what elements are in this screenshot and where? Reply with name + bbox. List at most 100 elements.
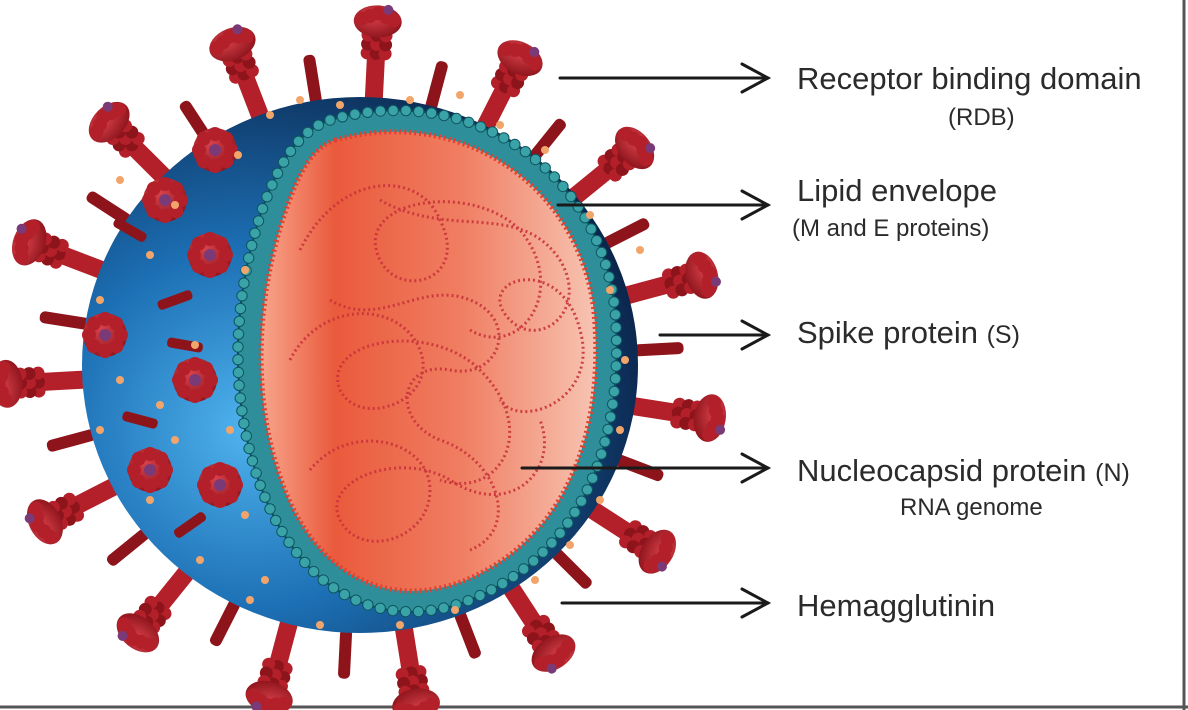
lipid-bead xyxy=(582,485,592,495)
lipid-bead xyxy=(251,468,261,478)
lipid-bead xyxy=(605,412,615,422)
lipid-bead xyxy=(351,595,361,605)
lipid-bead xyxy=(414,106,424,116)
lipid-bead xyxy=(487,127,497,137)
lipid-bead xyxy=(592,235,602,245)
lipid-bead xyxy=(592,461,602,471)
lipid-bead xyxy=(520,147,530,157)
lipid-bead xyxy=(285,146,295,156)
lipid-bead xyxy=(530,154,540,164)
lipid-bead xyxy=(610,310,620,320)
lipid-bead xyxy=(241,431,251,441)
label-rbd: Receptor binding domain xyxy=(797,61,1142,97)
lipid-bead xyxy=(538,547,548,557)
lipid-bead xyxy=(388,605,398,615)
lipid-bead xyxy=(300,557,310,567)
envelope-protein-blob xyxy=(187,232,233,278)
label-spike-title: Spike protein xyxy=(797,315,978,350)
lipid-bead xyxy=(611,322,621,332)
spike xyxy=(379,620,442,710)
lipid-bead xyxy=(375,106,385,116)
lipid-bead xyxy=(601,259,611,269)
rod xyxy=(633,342,684,357)
spike xyxy=(625,382,730,445)
lipid-bead xyxy=(508,571,518,581)
lipid-bead xyxy=(247,240,257,250)
lipid-bead xyxy=(596,449,606,459)
surface-dot xyxy=(616,426,624,434)
envelope-protein-blob xyxy=(192,127,238,173)
spike xyxy=(0,355,90,408)
blob-center xyxy=(189,374,201,386)
surface-dot xyxy=(116,376,124,384)
lipid-bead xyxy=(510,139,520,149)
rod xyxy=(424,60,448,111)
lipid-bead xyxy=(235,393,245,403)
lipid-bead xyxy=(237,406,247,416)
spike xyxy=(424,60,448,111)
blob-bead xyxy=(109,317,123,331)
blob-center xyxy=(204,249,216,261)
surface-dot xyxy=(171,436,179,444)
lipid-bead xyxy=(255,480,265,490)
lipid-bead xyxy=(278,157,288,167)
lipid-bead xyxy=(237,291,247,301)
lipid-bead xyxy=(234,380,244,390)
surface-dot xyxy=(621,356,629,364)
lipid-bead xyxy=(611,348,621,358)
surface-dot xyxy=(336,101,344,109)
label-nucleo-title: Nucleocapsid protein xyxy=(797,453,1087,488)
lipid-bead xyxy=(233,342,243,352)
blob-center xyxy=(209,144,221,156)
lipid-bead xyxy=(388,105,398,115)
lipid-bead xyxy=(400,607,410,617)
envelope-protein-blob xyxy=(82,312,128,358)
lipid-bead xyxy=(272,168,282,178)
surface-dot xyxy=(396,621,404,629)
lipid-bead xyxy=(611,335,621,345)
blob-bead xyxy=(199,362,213,376)
surface-dot xyxy=(226,426,234,434)
lipid-bead xyxy=(608,399,618,409)
spike xyxy=(303,54,323,105)
surface-dot xyxy=(531,576,539,584)
lipid-bead xyxy=(244,443,254,453)
surface-dot xyxy=(451,606,459,614)
lipid-bead xyxy=(464,117,474,127)
lipid-bead xyxy=(519,564,529,574)
spike xyxy=(350,3,403,104)
lipid-bead xyxy=(235,303,245,313)
lipid-bead xyxy=(293,136,303,146)
lipid-bead xyxy=(610,374,620,384)
lipid-bead xyxy=(291,547,301,557)
lipid-bead xyxy=(609,386,619,396)
blob-center xyxy=(144,464,156,476)
lipid-bead xyxy=(573,202,583,212)
lipid-bead xyxy=(250,228,260,238)
envelope-protein-blob xyxy=(197,462,243,508)
lipid-bead xyxy=(587,473,597,483)
blob-center xyxy=(159,194,171,206)
spike xyxy=(208,598,241,648)
lipid-bead xyxy=(337,112,347,122)
lipid-bead xyxy=(339,589,349,599)
envelope-protein-blob xyxy=(127,447,173,493)
lipid-bead xyxy=(586,224,596,234)
surface-dot xyxy=(296,96,304,104)
arrow-hemag xyxy=(562,589,768,617)
spike xyxy=(616,248,724,320)
lipid-bead xyxy=(313,120,323,130)
lipid-bead xyxy=(426,108,436,118)
lipid-bead xyxy=(426,605,436,615)
spike xyxy=(338,628,353,679)
lipid-bead xyxy=(604,272,614,282)
lipid-bead xyxy=(350,109,360,119)
lipid-bead xyxy=(277,526,287,536)
rod xyxy=(453,609,482,660)
blob-center xyxy=(214,479,226,491)
spike xyxy=(633,342,684,357)
lipid-bead xyxy=(328,583,338,593)
surface-dot xyxy=(96,426,104,434)
lipid-bead xyxy=(475,590,485,600)
envelope-protein-blob xyxy=(172,357,218,403)
